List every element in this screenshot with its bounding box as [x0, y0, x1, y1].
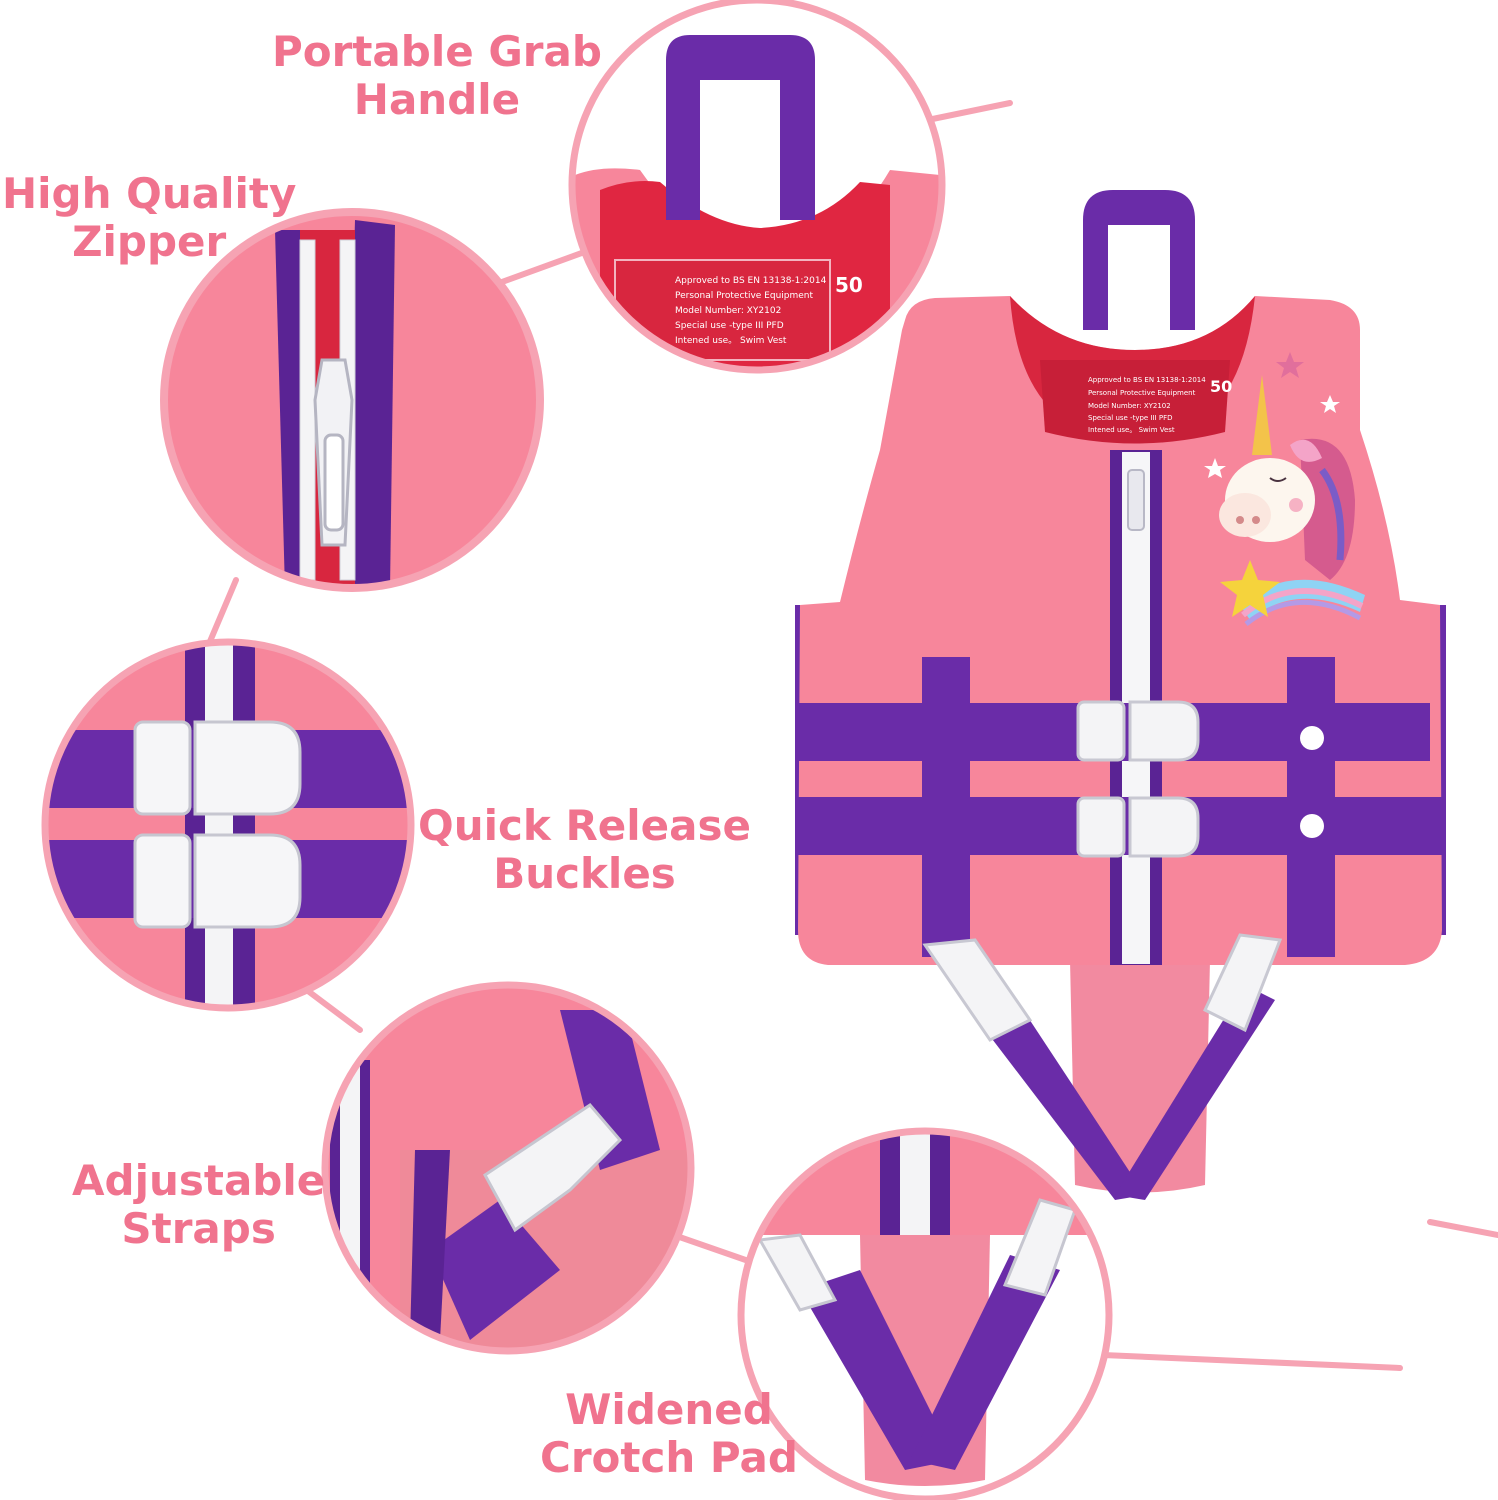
svg-text:Special use -type III PFD: Special use -type III PFD [675, 321, 784, 331]
feature-label-crotch-pad: Widened Crotch Pad [540, 1385, 798, 1482]
feature-label-grab-handle: Portable Grab Handle [272, 27, 602, 124]
svg-text:50: 50 [835, 273, 863, 297]
feature-label-buckles: Quick Release Buckles [418, 801, 751, 898]
life-vest: Approved to BS EN 13138-1:2014 Personal … [795, 190, 1446, 1200]
detail-circle-zipper [160, 208, 544, 592]
svg-text:50: 50 [1210, 377, 1232, 396]
svg-text:Personal Protective Equipment: Personal Protective Equipment [675, 291, 813, 301]
svg-text:Approved to BS EN 13138-1:2014: Approved to BS EN 13138-1:2014 [1088, 376, 1206, 384]
vest-buckle-lower [1076, 796, 1200, 858]
detail-circle-grab-handle: Approved to BS EN 13138-1:2014 Personal … [568, 0, 946, 374]
detail-circle-crotch-pad [737, 1127, 1113, 1500]
svg-text:Intened use。 Swim Vest: Intened use。 Swim Vest [675, 336, 787, 346]
svg-text:Model Number: XY2102: Model Number: XY2102 [1088, 402, 1171, 410]
feature-label-straps: Adjustable Straps [72, 1156, 326, 1253]
svg-text:Special use -type III PFD: Special use -type III PFD [1088, 414, 1173, 422]
detail-circle-straps [321, 981, 695, 1355]
svg-text:Personal Protective Equipment: Personal Protective Equipment [1088, 389, 1196, 397]
svg-text:Approved to BS EN 13138-1:2014: Approved to BS EN 13138-1:2014 [675, 276, 827, 286]
vest-label-text: Approved to BS EN 13138-1:2014 Personal … [1088, 376, 1232, 434]
feature-label-zipper: High Quality Zipper [2, 169, 297, 266]
detail-circle-buckles [41, 638, 415, 1012]
vest-grab-handle [1083, 190, 1195, 330]
svg-text:Model Number: XY2102: Model Number: XY2102 [675, 306, 781, 316]
svg-text:Intened use。 Swim Vest: Intened use。 Swim Vest [1088, 426, 1175, 434]
unicorn-decal [1204, 352, 1365, 626]
vest-buckle-upper [1076, 700, 1200, 762]
